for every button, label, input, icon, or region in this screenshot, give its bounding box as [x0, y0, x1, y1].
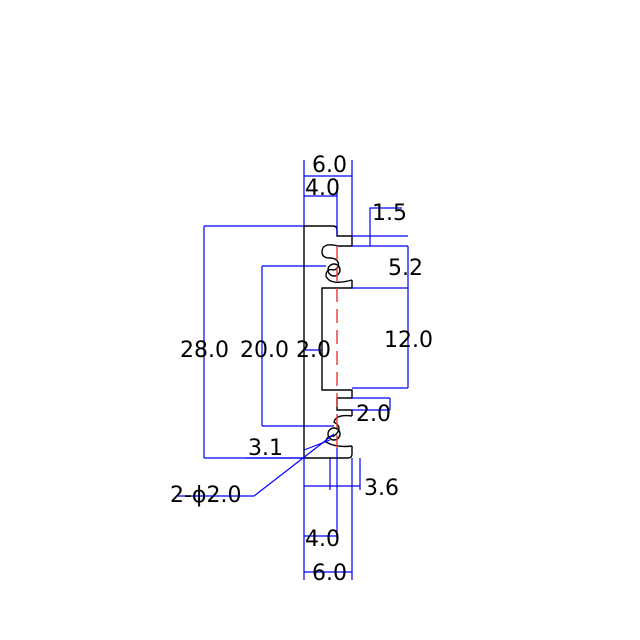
label-base-depth: 3.6	[364, 476, 399, 501]
label-groove-offset: 3.1	[248, 436, 283, 461]
offset-5-2-line	[352, 246, 409, 289]
label-lip-thickness: 1.5	[372, 201, 407, 226]
profile-channel	[321, 280, 353, 416]
dimension-lines	[176, 160, 409, 580]
profile-bottom-flange	[304, 446, 353, 459]
lower-2-0-line	[352, 397, 391, 411]
label-wall-thickness: 2.0	[296, 338, 331, 363]
channel-12-line	[352, 288, 409, 389]
lip-1-5-leader	[352, 207, 408, 247]
profile-top-flange	[304, 225, 353, 247]
dimension-labels: 6.0 4.0 1.5 5.2 28.0 20.0 2.0 12.0 2.0 3…	[170, 153, 433, 586]
label-bottom-inner-width: 4.0	[305, 527, 340, 552]
top-extension-lines	[303, 160, 353, 236]
bottom-extension-lines	[336, 448, 353, 580]
inner-20-line	[261, 265, 334, 427]
label-upper-offset: 5.2	[388, 256, 423, 281]
label-bottom-overall-width: 6.0	[312, 561, 347, 586]
label-channel-height: 12.0	[384, 328, 433, 353]
label-overall-height: 28.0	[180, 338, 229, 363]
groove-3-1-line	[246, 439, 331, 459]
base-3-6-line	[303, 458, 361, 580]
profile-upper-groove	[321, 244, 353, 283]
lower-hole-circle	[327, 427, 341, 441]
label-hole-callout: 2-ϕ2.0	[170, 483, 241, 508]
upper-hole-circle	[327, 263, 341, 277]
extrusion-profile	[303, 225, 353, 459]
hole-callout-leader	[176, 433, 335, 497]
label-top-inner-width: 4.0	[305, 176, 340, 201]
label-top-overall-width: 6.0	[312, 153, 347, 178]
label-inner-height: 20.0	[240, 338, 289, 363]
label-lower-lip: 2.0	[356, 402, 391, 427]
